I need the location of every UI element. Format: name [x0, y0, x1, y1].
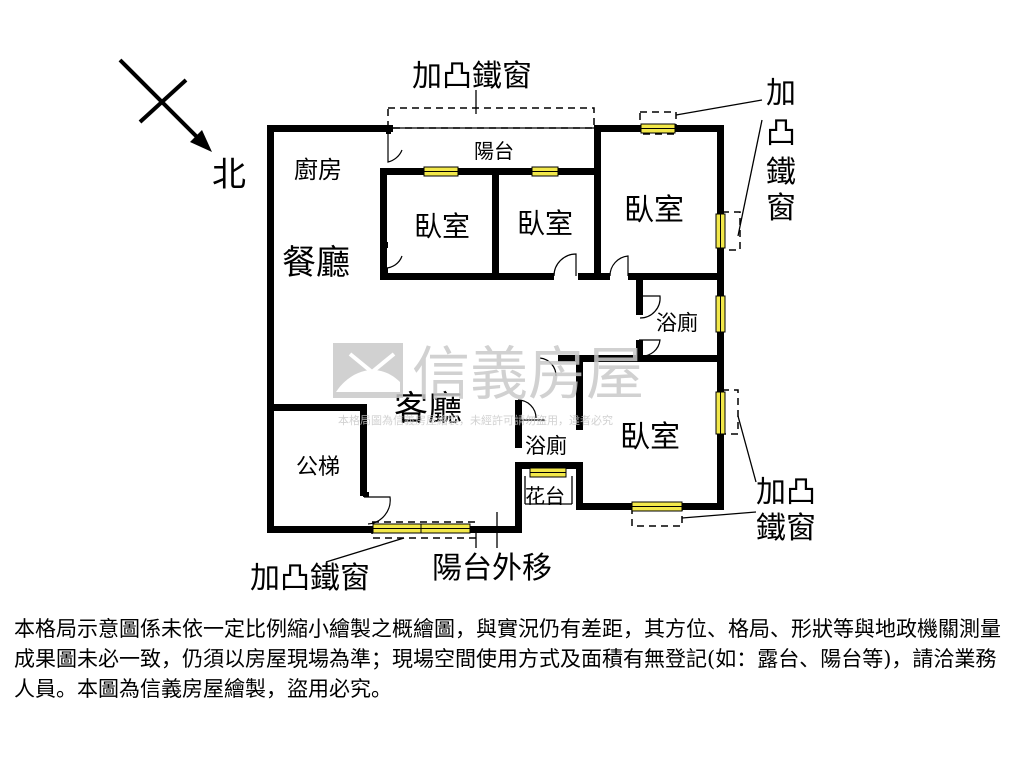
doors: [363, 128, 661, 525]
room-dining-label: 餐廳: [282, 243, 350, 283]
brand-logo-icon: [333, 343, 403, 398]
room-bedroom-4-label: 臥室: [620, 420, 680, 455]
room-planter-label: 花台: [525, 484, 565, 508]
callout-top-window: 加凸鐵窗: [412, 59, 532, 94]
room-kitchen-label: 廚房: [294, 156, 342, 184]
room-bedroom-1-label: 臥室: [414, 210, 470, 243]
right-top-window-box: [721, 211, 741, 251]
top-right-window-box: [639, 111, 677, 135]
floor-plan: 北: [118, 58, 816, 596]
room-living-label: 客廳: [394, 389, 462, 429]
watermark: 信義房屋 本格局圖為信義房屋繪製，未經許可請勿盜用，違者必究: [333, 340, 644, 427]
room-bath-2-label: 浴廁: [525, 434, 567, 458]
callout-balcony-moved: 陽台外移: [432, 551, 552, 586]
top-balcony-extension: [387, 107, 595, 129]
disclaimer-text: 本格局示意圖係未依一定比例縮小繪製之概繪圖，與實況仍有差距，其方位、格局、形狀等…: [14, 617, 1001, 701]
room-stairs-label: 公梯: [296, 455, 340, 480]
watermark-brand: 信義房屋: [412, 340, 644, 408]
callout-right-bottom-window-line1: 加凸: [756, 475, 816, 510]
svg-text:凸: 凸: [766, 116, 796, 151]
room-balcony-label: 陽台: [474, 139, 514, 163]
north-label: 北: [212, 155, 246, 195]
svg-text:加: 加: [766, 76, 796, 111]
watermark-notice: 本格局圖為信義房屋繪製，未經許可請勿盜用，違者必究: [338, 413, 613, 427]
callout-right-top-window: 加 凸 鐵 窗: [766, 76, 796, 226]
windows: [372, 123, 726, 534]
room-bedroom-2-label: 臥室: [517, 207, 573, 240]
callout-right-bottom-window-line2: 鐵窗: [756, 511, 816, 546]
svg-text:窗: 窗: [766, 191, 796, 226]
walls: [267, 125, 724, 533]
north-arrow-icon: [118, 58, 212, 152]
room-bedroom-master-label: 臥室: [624, 193, 684, 228]
svg-text:鐵: 鐵: [766, 155, 796, 190]
callout-bottom-window: 加凸鐵窗: [250, 561, 370, 596]
room-bath-1-label: 浴廁: [656, 311, 698, 335]
